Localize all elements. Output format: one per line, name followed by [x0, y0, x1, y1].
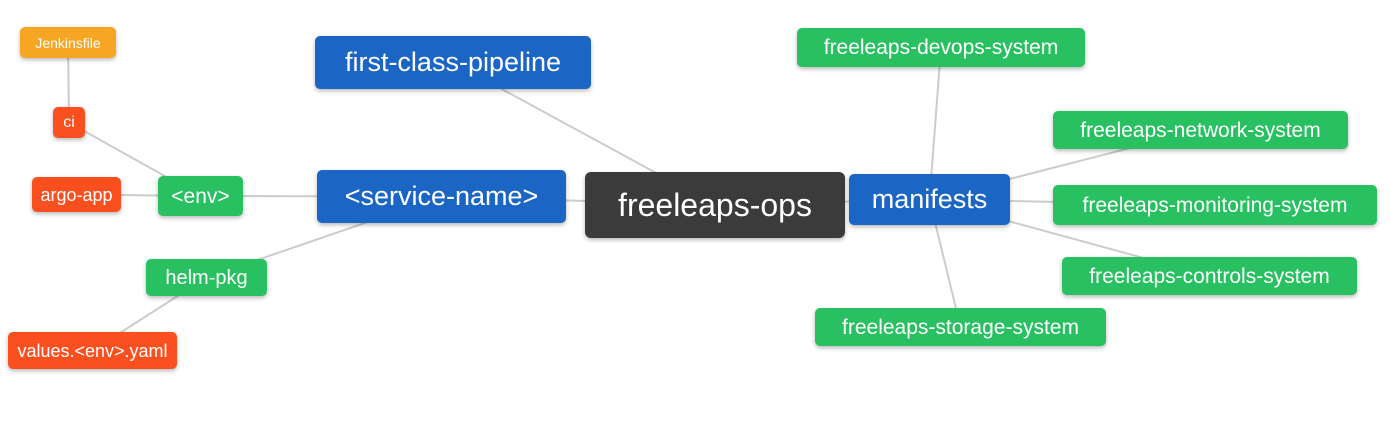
- node-freeleaps-ops[interactable]: freeleaps-ops: [585, 172, 845, 238]
- node-monitoring-system[interactable]: freeleaps-monitoring-system: [1053, 185, 1377, 225]
- node-env[interactable]: <env>: [158, 176, 243, 216]
- node-helm-pkg[interactable]: helm-pkg: [146, 259, 267, 296]
- node-network-system[interactable]: freeleaps-network-system: [1053, 111, 1348, 149]
- node-argo-app[interactable]: argo-app: [32, 177, 121, 212]
- node-values-env-yaml[interactable]: values.<env>.yaml: [8, 332, 177, 369]
- node-devops-system[interactable]: freeleaps-devops-system: [797, 28, 1085, 67]
- node-storage-system[interactable]: freeleaps-storage-system: [815, 308, 1106, 346]
- node-jenkinsfile[interactable]: Jenkinsfile: [20, 27, 116, 58]
- node-manifests[interactable]: manifests: [849, 174, 1010, 225]
- node-service-name[interactable]: <service-name>: [317, 170, 566, 223]
- node-ci[interactable]: ci: [53, 107, 85, 138]
- node-first-class-pipeline[interactable]: first-class-pipeline: [315, 36, 591, 89]
- node-controls-system[interactable]: freeleaps-controls-system: [1062, 257, 1357, 295]
